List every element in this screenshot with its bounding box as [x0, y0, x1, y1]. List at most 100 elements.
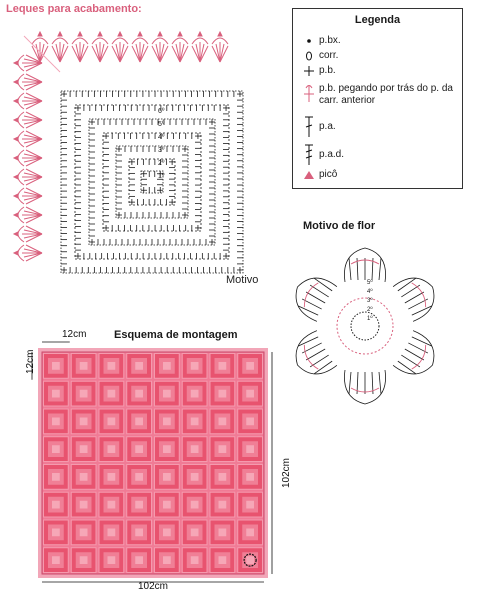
legend-item-pbx: p.bx.: [299, 35, 458, 47]
blanket-square: [126, 408, 152, 435]
fan-shell: [12, 225, 43, 243]
motif-round-label: 5º: [158, 121, 165, 128]
blanket-square: [43, 436, 69, 462]
legend-label: picô: [319, 169, 338, 180]
fan-shell: [91, 30, 109, 63]
blanket-square: [70, 353, 97, 379]
flower-petal: [295, 277, 338, 322]
blanket-square: [98, 519, 125, 546]
square-width-label: 12cm: [62, 329, 87, 340]
blanket-square: [181, 464, 208, 490]
blanket-square: [70, 436, 97, 462]
blanket-square: [98, 491, 125, 518]
blanket-square: [70, 547, 97, 573]
flower-round-label: 3º: [367, 297, 373, 304]
motif-round: [128, 158, 176, 206]
back-loop-plus-icon: [299, 83, 319, 103]
blanket-square: [70, 491, 97, 518]
treble-stitch-icon: [299, 115, 319, 139]
motif-round-label: 3º: [158, 147, 165, 154]
motif-round-label: 1º: [158, 173, 165, 180]
flower-petal: [392, 330, 435, 375]
blanket-square: [43, 353, 69, 379]
blanket-square: [98, 547, 125, 573]
blanket-square: [209, 547, 236, 573]
assembly-scheme: [31, 341, 273, 583]
motif-round: [60, 90, 244, 274]
blanket-square: [181, 408, 208, 435]
blanket-square: [181, 380, 208, 407]
legend-title: Legenda: [354, 14, 401, 26]
blanket-square: [181, 519, 208, 546]
fan-shell: [12, 244, 43, 262]
blanket-square: [237, 491, 263, 518]
blanket-square: [209, 380, 236, 407]
motif-round: [74, 104, 230, 260]
motif-round-label: 4º: [158, 134, 165, 141]
dimension-lines: [31, 341, 273, 583]
total-height-label: 102cm: [281, 457, 292, 488]
motif-round: [140, 170, 164, 194]
blanket-square: [126, 380, 152, 407]
blanket-square: [98, 436, 125, 462]
assembly-title: Esquema de montagem: [114, 329, 238, 341]
legend-item-pico: picô: [299, 169, 458, 181]
legend-label: corr.: [319, 50, 339, 61]
legend-label: p.a.d.: [319, 149, 345, 160]
blanket-square: [43, 408, 69, 435]
motif-round-label: 2º: [158, 160, 165, 167]
flower-round-label: 5º: [367, 279, 373, 286]
blanket-square: [126, 519, 152, 546]
total-width-label: 102cm: [138, 581, 169, 592]
blanket-square: [98, 353, 125, 379]
blanket-square: [237, 436, 263, 462]
blanket-square: [98, 380, 125, 407]
blanket-square: [209, 491, 236, 518]
fan-shell: [171, 30, 189, 63]
flower-petal: [295, 330, 338, 375]
fan-shell: [12, 187, 43, 205]
legend-label: p.b.: [319, 65, 336, 76]
blanket-square: [181, 353, 208, 379]
flower-round-label: 1º: [367, 315, 373, 322]
blanket-square: [126, 547, 152, 573]
fan-shell: [51, 30, 69, 63]
blanket-square: [126, 436, 152, 462]
fan-shell: [12, 149, 43, 167]
legend-item-pb-back: p.b. pegando por trás do p. da carr. ant…: [299, 83, 458, 107]
fan-shell: [191, 30, 209, 63]
fan-shell: [12, 92, 43, 110]
blanket-square: [43, 464, 69, 490]
blanket-square: [98, 408, 125, 435]
blanket-square: [70, 464, 97, 490]
fan-shell: [111, 30, 129, 63]
flower-round-label: 2º: [367, 306, 373, 313]
blanket-square: [154, 547, 180, 573]
fan-shell: [12, 168, 43, 186]
fan-shell: [12, 54, 43, 72]
blanket-square: [126, 353, 152, 379]
blanket-square: [237, 519, 263, 546]
motif-round: [102, 132, 202, 232]
blanket-square: [154, 491, 180, 518]
blanket-square: [154, 353, 180, 379]
blanket-square: [154, 464, 180, 490]
blanket-square: [237, 464, 263, 490]
blanket-grid: [38, 348, 268, 578]
motif-round: [115, 145, 189, 219]
fan-shell: [211, 30, 229, 63]
blanket-square: [154, 436, 180, 462]
plus-icon: [299, 65, 319, 77]
blanket-square: [237, 408, 263, 435]
blanket-square: [154, 408, 180, 435]
blanket-square: [70, 380, 97, 407]
blanket-square: [209, 408, 236, 435]
fan-edging: [12, 30, 229, 262]
motivo-label: Motivo: [226, 274, 259, 286]
fan-shell: [131, 30, 149, 63]
flower-petal: [344, 369, 386, 405]
